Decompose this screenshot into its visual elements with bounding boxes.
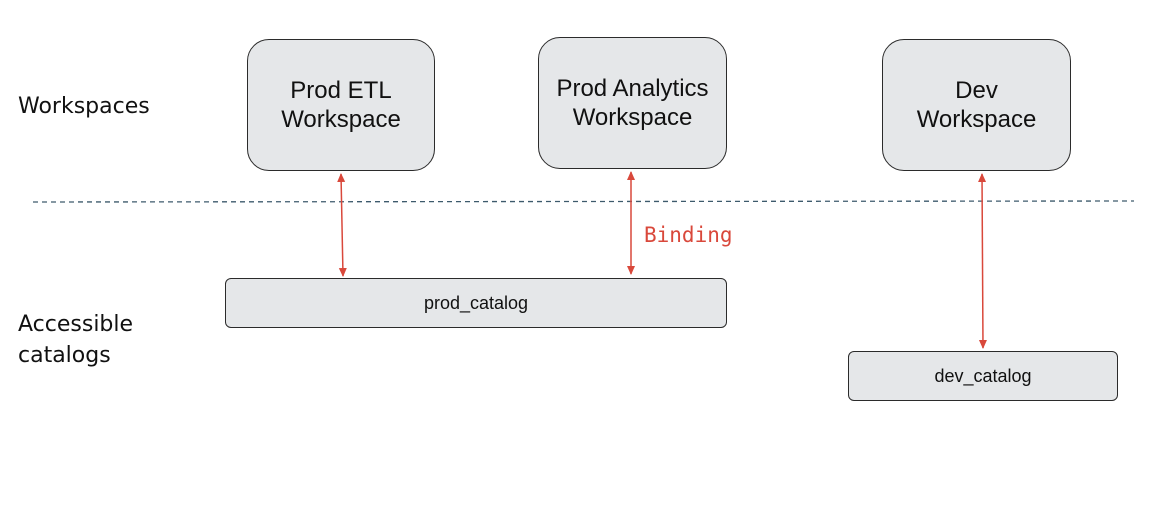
prod-etl-workspace-box: Prod ETL Workspace — [247, 39, 435, 171]
prod-catalog-label: prod_catalog — [423, 292, 529, 313]
binding-arrow-etl — [337, 173, 347, 277]
separator-line — [32, 200, 1135, 203]
prod-analytics-workspace-label: Prod Analytics Workspace — [556, 75, 709, 131]
binding-label: Binding — [644, 223, 733, 247]
dev-catalog-box: dev_catalog — [848, 351, 1118, 401]
prod-catalog-box: prod_catalog — [225, 278, 727, 328]
prod-analytics-workspace-box: Prod Analytics Workspace — [538, 37, 727, 169]
prod-etl-workspace-label: Prod ETL Workspace — [281, 77, 401, 133]
catalogs-row-label: Accessible catalogs — [18, 312, 134, 368]
dev-workspace-label: Dev Workspace — [916, 77, 1037, 133]
dev-workspace-box: Dev Workspace — [882, 39, 1071, 171]
workspaces-row-label: Workspaces — [18, 94, 150, 119]
binding-arrow-dev — [978, 173, 987, 349]
dev-catalog-label: dev_catalog — [934, 365, 1032, 386]
